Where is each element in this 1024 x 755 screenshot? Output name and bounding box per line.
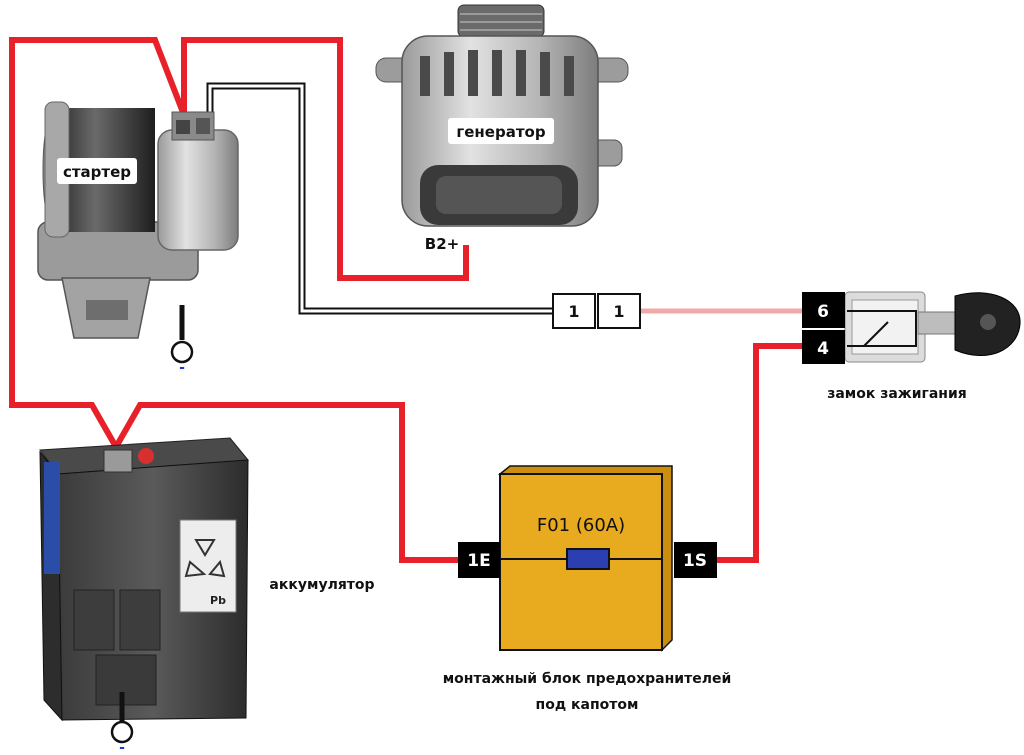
connector: 1 1	[552, 293, 641, 329]
starter-label: стартер	[63, 163, 131, 181]
generator: генератор B2+	[375, 4, 629, 253]
wire-battery-fuse	[113, 402, 458, 563]
battery-ground-symbol: -	[110, 692, 134, 755]
starter-ground-sign: -	[179, 360, 185, 376]
connector-left-pin: 1	[568, 302, 579, 321]
battery-recycle-mark: Pb	[210, 594, 226, 607]
red-wires	[9, 37, 804, 563]
ignition-pin-6: 6	[817, 302, 829, 322]
fuse-block: F01 (60A) 1E 1S монтажный блок предохран…	[443, 465, 732, 713]
ignition-pin-4: 4	[817, 339, 829, 359]
starter: стартер	[37, 101, 239, 339]
fuse-terminal-1e: 1E	[467, 551, 490, 571]
generator-label: генератор	[456, 123, 545, 141]
battery-ground-sign: -	[119, 740, 125, 755]
fuse-block-caption-line1: монтажный блок предохранителей	[443, 671, 732, 687]
generator-terminal-label: B2+	[425, 235, 459, 253]
battery: Pb аккумулятор	[39, 437, 375, 722]
fuse-block-caption-line2: под капотом	[536, 697, 639, 713]
battery-label: аккумулятор	[269, 577, 374, 593]
wire-fuse-ignition	[717, 343, 804, 563]
fuse-label: F01 (60A)	[537, 515, 625, 536]
ignition-switch-label: замок зажигания	[827, 386, 967, 402]
connector-right-pin: 1	[613, 302, 624, 321]
fuse-f01	[566, 548, 610, 570]
fuse-terminal-1s: 1S	[683, 551, 707, 571]
white-wire	[206, 82, 553, 315]
ignition-switch: 6 4 замок зажигания	[802, 291, 1021, 402]
wire-battery-starter	[9, 37, 187, 449]
starter-ground-symbol: -	[170, 305, 194, 376]
wire-starter-generator	[181, 37, 469, 281]
